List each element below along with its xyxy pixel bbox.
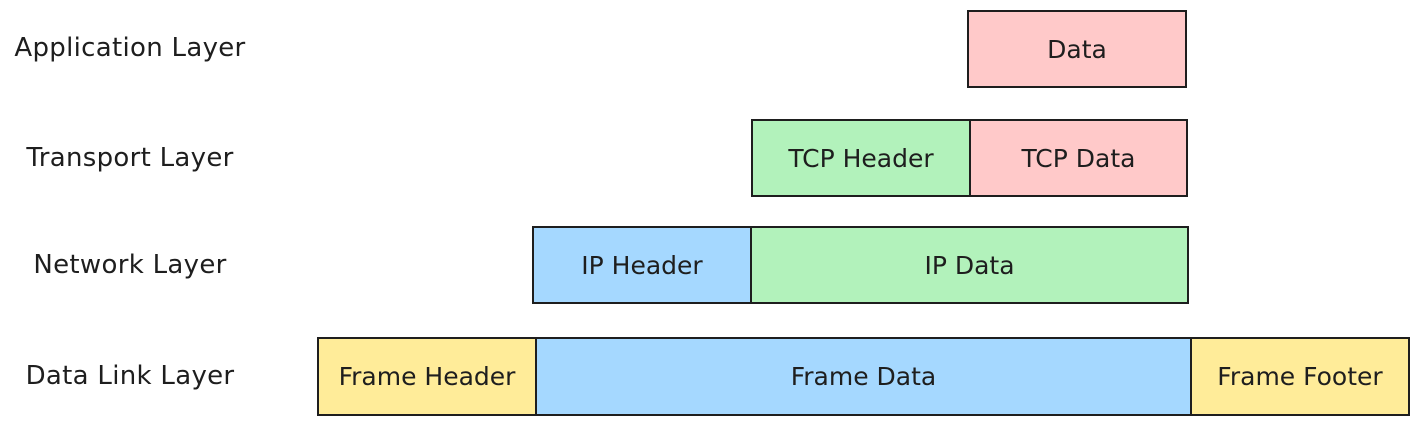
frame-footer-box: Frame Footer [1190,337,1410,416]
application-layer-label: Application Layer [14,33,246,63]
ip-data-text: IP Data [924,250,1015,280]
ip-header-box: IP Header [532,226,752,304]
application-data-text: Data [1047,34,1107,64]
frame-data-text: Frame Data [790,362,937,391]
ip-data-box: IP Data [750,226,1189,304]
ip-header-text: IP Header [581,250,703,280]
tcp-data-box: TCP Data [969,119,1188,197]
application-data-box: Data [967,10,1187,88]
network-layer-label: Network Layer [33,250,227,280]
frame-header-text: Frame Header [338,362,516,391]
datalink-layer-label: Data Link Layer [25,361,235,391]
tcp-data-text: TCP Data [1021,143,1136,173]
frame-header-box: Frame Header [317,337,537,416]
frame-data-box: Frame Data [535,337,1192,416]
tcp-header-text: TCP Header [788,143,934,173]
tcp-header-box: TCP Header [751,119,971,197]
frame-footer-text: Frame Footer [1217,362,1383,391]
transport-layer-label: Transport Layer [26,143,234,173]
